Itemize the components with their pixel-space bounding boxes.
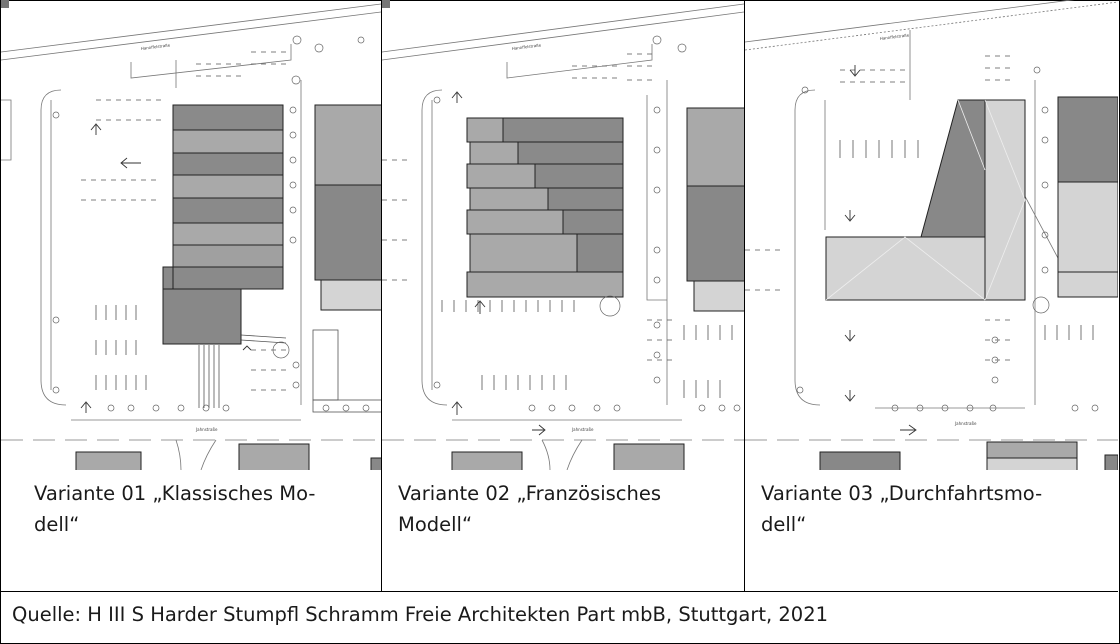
svg-text:Hanoffelstraße: Hanoffelstraße xyxy=(880,32,910,41)
caption-line: Variante 03 „Durchfahrtsmo- xyxy=(761,482,1043,505)
column-divider xyxy=(381,0,382,591)
svg-text:Hanoffelstraße: Hanoffelstraße xyxy=(512,42,542,51)
svg-text:Jahnstraße: Jahnstraße xyxy=(571,427,594,432)
svg-text:Jahnstraße: Jahnstraße xyxy=(195,427,218,432)
site-plan-variant-01: Hanoffelstraße Jahnstraße xyxy=(1,0,381,470)
caption-line: dell“ xyxy=(34,513,80,536)
source-note: Quelle: H III S Harder Stumpfl Schramm F… xyxy=(12,603,829,626)
svg-text:Jahnstraße: Jahnstraße xyxy=(954,421,977,426)
caption-variant-02: Variante 02 „Französisches Modell“ xyxy=(386,478,744,590)
caption-line: Variante 01 „Klassisches Mo- xyxy=(34,482,316,505)
site-plan-variant-02: Hanoffelstraße Jahnstraße xyxy=(382,0,744,470)
caption-line: Variante 02 „Französisches xyxy=(398,482,662,505)
caption-variant-03: Variante 03 „Durchfahrtsmo- dell“ xyxy=(749,478,1118,590)
caption-line: Modell“ xyxy=(398,513,473,536)
row-divider xyxy=(0,591,1118,592)
caption-line: dell“ xyxy=(761,513,807,536)
svg-text:Hanoffelstraße: Hanoffelstraße xyxy=(141,42,171,51)
caption-variant-01: Variante 01 „Klassisches Mo- dell“ xyxy=(22,478,381,590)
site-plan-variant-03: Hanoffelstraße Jahnstraße xyxy=(745,0,1118,470)
column-divider xyxy=(744,0,745,591)
